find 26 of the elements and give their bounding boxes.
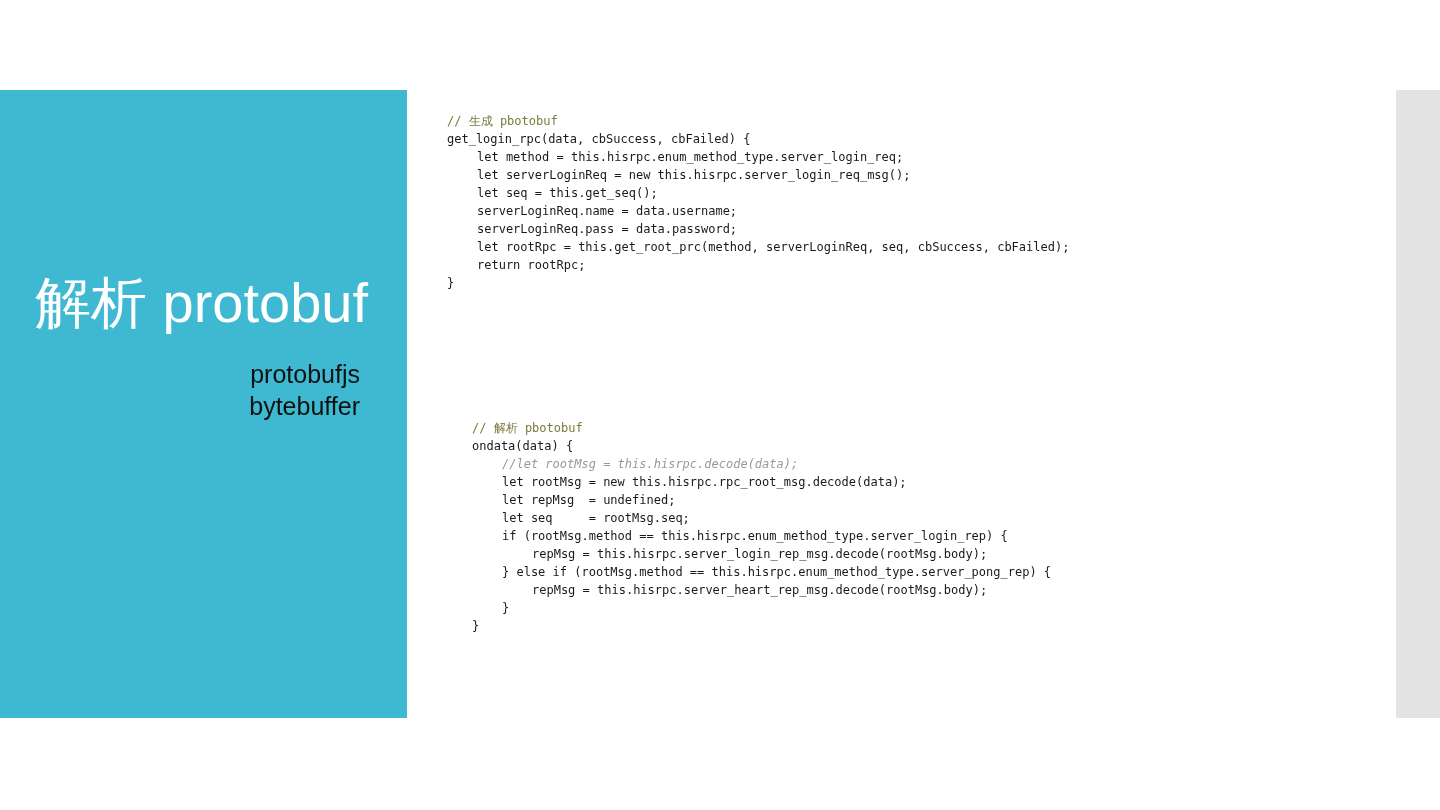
code-line: return rootRpc; [477,257,586,274]
code-line: let rootRpc = this.get_root_prc(method, serverLoginReq, seq, cbSuccess, cbFailed); [477,239,1070,256]
slide-title: 解析 protobuf [34,270,368,336]
code-line: get_login_rpc(data, cbSuccess, cbFailed) { [447,131,751,148]
code-line: } [502,600,510,617]
code-line: let seq = rootMsg.seq; [502,510,690,527]
code-comment: //let rootMsg = this.hisrpc.decode(data); [502,456,799,473]
code-line: repMsg = this.hisrpc.server_login_rep_msg.decode(rootMsg.body); [532,546,988,563]
code-line: let method = this.hisrpc.enum_method_type.server_login_req; [477,149,904,166]
code-line: let seq = this.get_seq(); [477,185,658,202]
code-comment: // 解析 pbotobuf [472,420,583,437]
code-line: } else if (rootMsg.method == this.hisrpc.enum_method_type.server_pong_rep) { [502,564,1052,581]
subtitle-text: bytebuffer [249,392,360,421]
code-line: let rootMsg = new this.hisrpc.rpc_root_msg.decode(data); [502,474,907,491]
code-line: } [447,275,455,292]
code-line: if (rootMsg.method == this.hisrpc.enum_method_type.server_login_rep) { [502,528,1008,545]
code-line: let serverLoginReq = new this.hisrpc.server_login_req_msg(); [477,167,911,184]
code-line: repMsg = this.hisrpc.server_heart_rep_msg.decode(rootMsg.body); [532,582,988,599]
code-line: serverLoginReq.pass = data.password; [477,221,738,238]
side-bar [1396,90,1440,718]
subtitle-text: protobufjs [250,360,360,389]
code-line: let repMsg = undefined; [502,492,676,509]
code-line: ondata(data) { [472,438,574,455]
code-line: } [472,618,480,635]
code-line: serverLoginReq.name = data.username; [477,203,738,220]
code-comment: // 生成 pbotobuf [447,113,558,130]
